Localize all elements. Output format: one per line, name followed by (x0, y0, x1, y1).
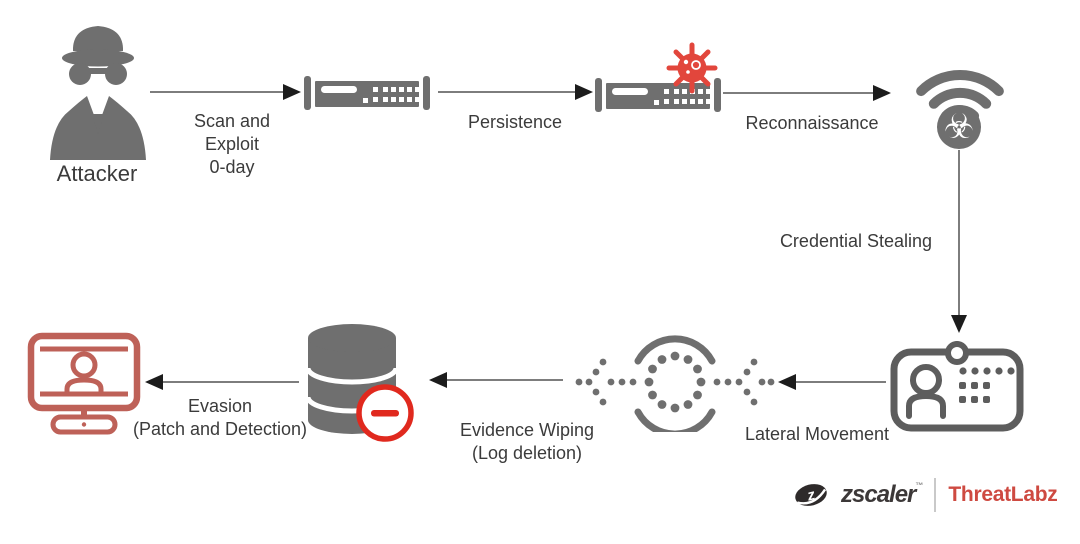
database-minus-icon (305, 324, 414, 442)
id-badge-icon (890, 341, 1024, 432)
lateral-movement-label: Lateral Movement (744, 424, 890, 444)
evasion-label: Evasion (Patch and Detection) (120, 395, 320, 441)
evidence-wiping-line2: (Log deletion) (471, 443, 583, 463)
virus-icon (666, 42, 718, 94)
wifi-biohazard-icon: ☣ (916, 69, 1004, 149)
network-appliance-icon (304, 76, 430, 110)
credential-stealing-label: Credential Stealing (779, 231, 933, 251)
appliance-port-grid (383, 87, 419, 102)
badge-dot-grid (959, 367, 1015, 403)
spy-icon (50, 26, 146, 160)
scan-exploit-line1: Scan and (193, 111, 271, 131)
brand-divider (934, 478, 937, 512)
zscaler-text: zscaler (841, 481, 916, 508)
persistence-label: Persistence (467, 112, 563, 132)
zscaler-trademark: ™ (915, 481, 923, 490)
biohazard-glyph: ☣ (944, 107, 974, 147)
zscaler-wordmark: zscaler™ (841, 481, 923, 509)
brand-footer: z zscaler™ ThreatLabz (793, 474, 1058, 516)
evasion-line1: Evasion (187, 396, 253, 416)
attacker-label: Attacker (56, 161, 138, 186)
evasion-line2: (Patch and Detection) (132, 419, 308, 439)
scan-exploit-line2: Exploit (204, 134, 260, 154)
dotted-arrow-left (575, 358, 637, 406)
scan-exploit-line3: 0-day (209, 157, 255, 177)
dotted-arrow-right (713, 358, 775, 406)
evidence-wiping-label: Evidence Wiping (Log deletion) (447, 419, 607, 465)
dot-ring (644, 351, 706, 413)
scan-exploit-label: Scan and Exploit 0-day (162, 110, 302, 179)
dotted-circle-flow-icon (575, 335, 775, 432)
threatlabz-wordmark: ThreatLabz (948, 483, 1058, 506)
evidence-wiping-line1: Evidence Wiping (459, 420, 595, 440)
monitor-user-icon (27, 332, 141, 435)
zscaler-logo-icon: z (795, 484, 827, 506)
reconnaissance-label: Reconnaissance (745, 113, 879, 133)
